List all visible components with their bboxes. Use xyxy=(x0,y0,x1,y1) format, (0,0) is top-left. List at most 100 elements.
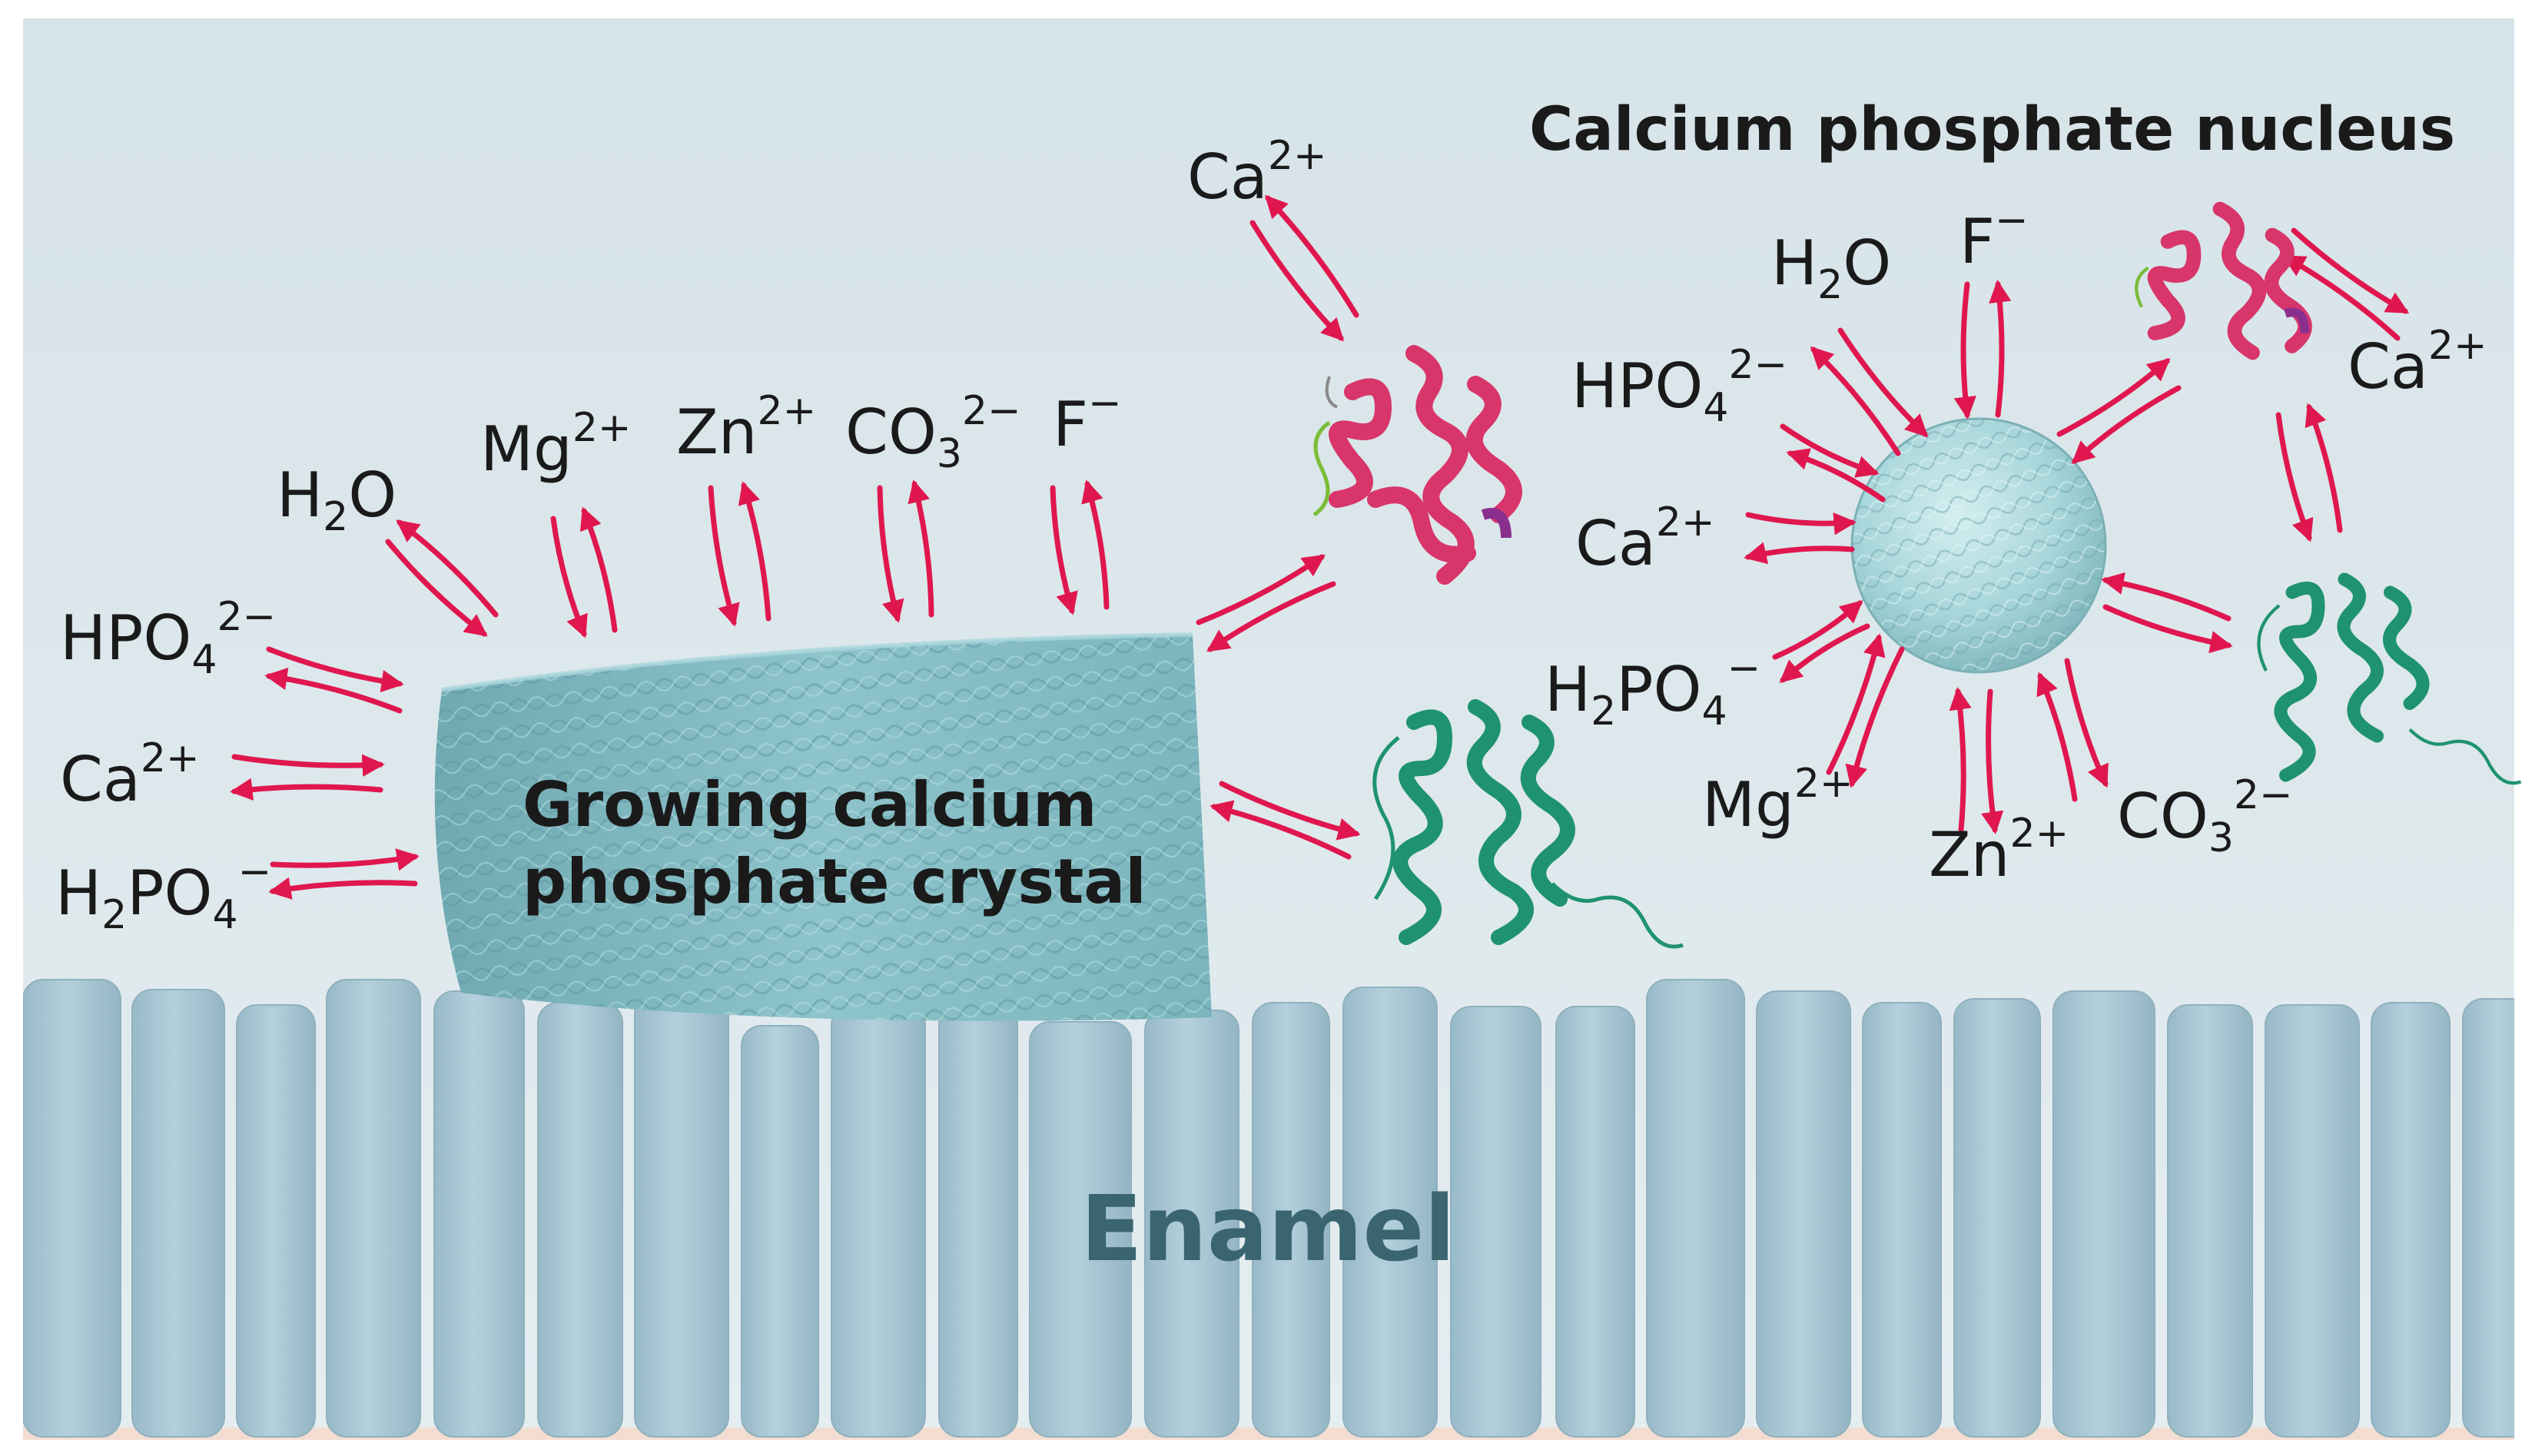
exchange-arrow xyxy=(1837,327,1929,438)
enamel-rod xyxy=(1953,998,2041,1438)
crystal-label-line2: phosphate crystal xyxy=(523,846,1147,917)
enamel-rod xyxy=(131,989,225,1438)
exchange-arrow xyxy=(2275,412,2314,542)
enamel-rod xyxy=(23,979,121,1438)
exchange-arrow xyxy=(264,667,403,714)
enamel-rod xyxy=(2052,990,2155,1438)
nucleus-ion-mg: Mg2+ xyxy=(1702,761,1853,841)
exchange-arrow xyxy=(1981,688,2004,834)
exchange-arrow xyxy=(1745,512,1857,536)
nucleus-ion-h2o: H2O xyxy=(1771,227,1891,308)
crystal-ion-hpo4: HPO42− xyxy=(60,594,276,683)
nucleus-ion-ca-protein: Ca2+ xyxy=(2348,323,2487,403)
crystal-ion-zn: Zn2+ xyxy=(676,388,816,468)
exchange-arrow xyxy=(1206,581,1336,652)
enamel-rod xyxy=(1450,1006,1541,1438)
exchange-arrow xyxy=(1050,485,1078,615)
enamel-rod xyxy=(831,1004,926,1438)
exchange-arrow xyxy=(1845,646,1905,788)
exchange-arrow xyxy=(1779,623,1870,683)
exchange-arrow xyxy=(1949,687,1972,833)
enamel-rod xyxy=(236,1004,316,1438)
enamel-rod xyxy=(2265,1004,2360,1438)
nucleus-title: Calcium phosphate nucleus xyxy=(1529,95,2455,164)
exchange-arrow xyxy=(231,754,385,777)
enamel-rod xyxy=(938,1002,1018,1438)
protein-pink-icon xyxy=(1312,345,1522,585)
exchange-arrow xyxy=(1249,220,1345,342)
crystal-ion-co3: CO32− xyxy=(845,388,1021,477)
crystal-ion-labels: HPO42− Ca2+ H2PO4− H2O Mg2+ Zn2+ CO32− F− Ca2+ xyxy=(55,133,1327,938)
exchange-arrow xyxy=(268,877,418,900)
exchange-arrow xyxy=(1196,554,1326,625)
growing-crystal xyxy=(434,632,1212,1021)
enamel-rod xyxy=(1252,1002,1330,1438)
exchange-arrows xyxy=(230,194,2410,900)
exchange-arrow xyxy=(579,506,618,633)
exchange-arrow xyxy=(2305,403,2343,533)
crystal-ion-ca-protein: Ca2+ xyxy=(1187,133,1327,213)
exchange-arrow xyxy=(1210,800,1352,860)
exchange-arrow xyxy=(396,519,499,618)
nucleus-ion-co3: CO32− xyxy=(2117,772,2293,861)
crystal-label-line1: Growing calcium xyxy=(523,769,1097,841)
exchange-arrow xyxy=(877,485,904,623)
exchange-arrow xyxy=(1744,542,1855,565)
protein-green-icon xyxy=(2257,572,2522,785)
exchange-arrow xyxy=(708,485,740,627)
protein-green-icon xyxy=(1372,699,1684,949)
exchange-arrow xyxy=(1826,633,1886,775)
enamel-rods xyxy=(23,979,2514,1438)
exchange-arrow xyxy=(2064,658,2109,788)
exchange-arrow xyxy=(1810,346,1901,456)
exchange-arrow xyxy=(2281,254,2401,341)
exchange-arrow xyxy=(1219,781,1361,841)
nucleus-ion-h2po4: H2PO4− xyxy=(1545,645,1760,735)
nucleus-ion-zn: Zn2+ xyxy=(1929,811,2069,891)
exchange-arrow xyxy=(1264,194,1359,318)
exchange-arrow xyxy=(1081,479,1110,610)
crystal-ion-f: F− xyxy=(1053,380,1122,460)
enamel-rod xyxy=(326,979,421,1438)
crystal-ion-h2po4: H2PO4− xyxy=(55,849,271,938)
nucleus-ion-hpo4: HPO42− xyxy=(1571,342,1787,431)
enamel-rod xyxy=(433,990,525,1438)
exchange-arrow xyxy=(230,778,383,801)
enamel-rod xyxy=(1342,987,1438,1438)
enamel-rod xyxy=(1756,990,1851,1438)
exchange-arrow xyxy=(908,479,934,618)
crystal-ion-mg: Mg2+ xyxy=(480,405,631,485)
enamel-rod xyxy=(1862,1002,1942,1438)
enamel-rod xyxy=(1646,979,1745,1438)
enamel-rod xyxy=(634,987,729,1438)
enamel-rod xyxy=(2167,1004,2253,1438)
exchange-arrow xyxy=(2071,385,2182,464)
exchange-arrow xyxy=(738,481,772,622)
crystal-ion-h2o: H2O xyxy=(277,459,397,540)
exchange-arrow xyxy=(1772,600,1863,660)
enamel-rod xyxy=(2371,1002,2451,1438)
exchange-arrow xyxy=(1953,281,1976,420)
exchange-arrow xyxy=(1780,423,1880,478)
exchange-arrow xyxy=(2102,604,2233,654)
nucleus-ion-labels: H2O F− HPO42− Ca2+ H2PO4− Mg2+ Zn2+ CO32− Ca2+ xyxy=(1545,197,2487,891)
crystal-ion-ca: Ca2+ xyxy=(60,735,200,815)
enamel-rod xyxy=(741,1025,819,1438)
exchange-arrow xyxy=(2291,227,2410,314)
exchange-arrow xyxy=(1786,448,1886,502)
exchange-arrow xyxy=(385,539,488,637)
exchange-arrow xyxy=(2036,672,2078,802)
calcium-phosphate-nucleus xyxy=(1850,417,2107,674)
enamel-rod xyxy=(1555,1006,1635,1438)
exchange-arrow xyxy=(266,646,404,693)
exchange-arrow xyxy=(2056,358,2171,437)
exchange-arrow xyxy=(2101,572,2232,622)
nucleus-ion-f: F− xyxy=(1960,197,2029,277)
protein-pink-icon xyxy=(2135,201,2312,360)
enamel-rod xyxy=(2462,998,2514,1438)
exchange-arrow xyxy=(1989,280,2012,418)
enamel-label: Enamel xyxy=(1080,1176,1455,1282)
enamel-rod xyxy=(537,1002,623,1438)
nucleus-ion-ca: Ca2+ xyxy=(1575,499,1715,579)
